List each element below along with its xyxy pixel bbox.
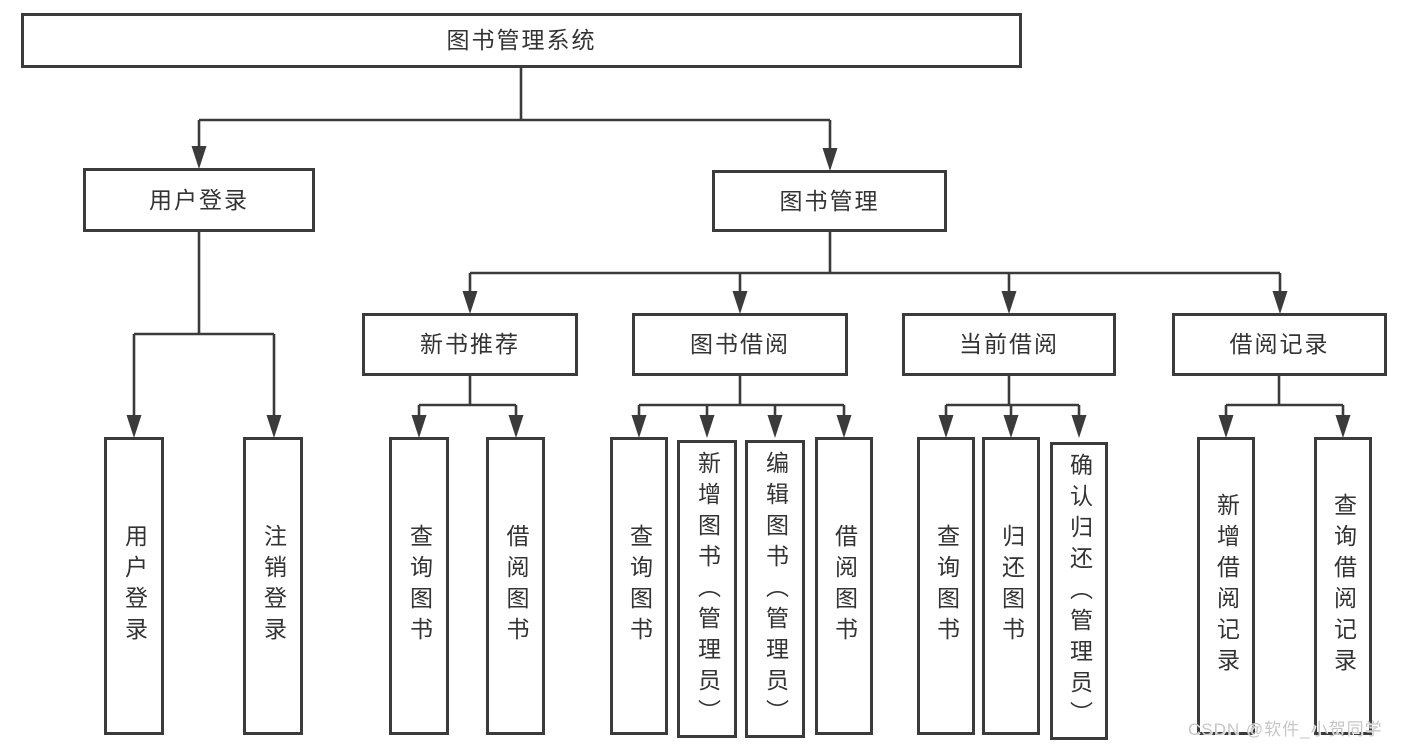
node-current-borrow-label: 当前借阅 [959, 331, 1059, 357]
leaf-user-login: 用户登录 [104, 437, 164, 735]
csdn-watermark: CSDN @软件_小贺同学 [1188, 720, 1383, 739]
node-root: 图书管理系统 [21, 13, 1022, 68]
node-current-borrow: 当前借阅 [902, 313, 1116, 376]
leaf-current-query-book: 查询图书 [917, 437, 975, 735]
leaf-borrow-add-book-admin-label: 新增图书（管理员） [694, 451, 721, 730]
leaf-current-return-book-label: 归还图书 [998, 524, 1025, 648]
node-user-login-label: 用户登录 [149, 186, 249, 213]
leaf-borrow-query-book: 查询图书 [610, 437, 668, 735]
leaf-user-login-label: 用户登录 [121, 524, 148, 648]
leaf-current-confirm-return-admin-label: 确认归还（管理员） [1066, 453, 1093, 732]
leaf-borrow-borrow-book-label: 借阅图书 [831, 524, 858, 648]
leaf-current-return-book: 归还图书 [982, 437, 1040, 735]
leaf-borrow-borrow-book: 借阅图书 [815, 437, 873, 735]
leaf-record-add-borrow-record: 新增借阅记录 [1197, 437, 1255, 735]
leaf-rec-borrow-book: 借阅图书 [486, 437, 545, 735]
leaf-logout: 注销登录 [243, 437, 303, 735]
leaf-current-query-book-label: 查询图书 [933, 524, 960, 648]
leaf-record-add-borrow-record-label: 新增借阅记录 [1213, 493, 1240, 679]
node-new-book-recommend: 新书推荐 [362, 313, 578, 376]
node-root-label: 图书管理系统 [446, 27, 597, 53]
node-borrow-record-label: 借阅记录 [1229, 331, 1330, 357]
leaf-current-confirm-return-admin: 确认归还（管理员） [1050, 442, 1108, 740]
leaf-record-query-borrow-record-label: 查询借阅记录 [1330, 493, 1357, 679]
leaf-borrow-edit-book-admin: 编辑图书（管理员） [745, 440, 805, 738]
node-book-management: 图书管理 [712, 170, 947, 232]
leaf-rec-query-book-label: 查询图书 [406, 524, 433, 648]
leaf-rec-query-book: 查询图书 [389, 437, 449, 735]
node-borrow-record: 借阅记录 [1172, 313, 1387, 376]
node-book-borrow-label: 图书借阅 [690, 331, 790, 357]
node-new-book-recommend-label: 新书推荐 [420, 331, 520, 357]
leaf-rec-borrow-book-label: 借阅图书 [503, 524, 529, 648]
leaf-logout-label: 注销登录 [260, 524, 287, 648]
node-book-management-label: 图书管理 [779, 187, 880, 214]
leaf-borrow-add-book-admin: 新增图书（管理员） [677, 440, 737, 738]
leaf-borrow-query-book-label: 查询图书 [626, 524, 653, 648]
node-book-borrow: 图书借阅 [632, 313, 848, 376]
leaf-borrow-edit-book-admin-label: 编辑图书（管理员） [762, 451, 789, 730]
node-user-login: 用户登录 [83, 168, 315, 232]
leaf-record-query-borrow-record: 查询借阅记录 [1314, 437, 1372, 735]
